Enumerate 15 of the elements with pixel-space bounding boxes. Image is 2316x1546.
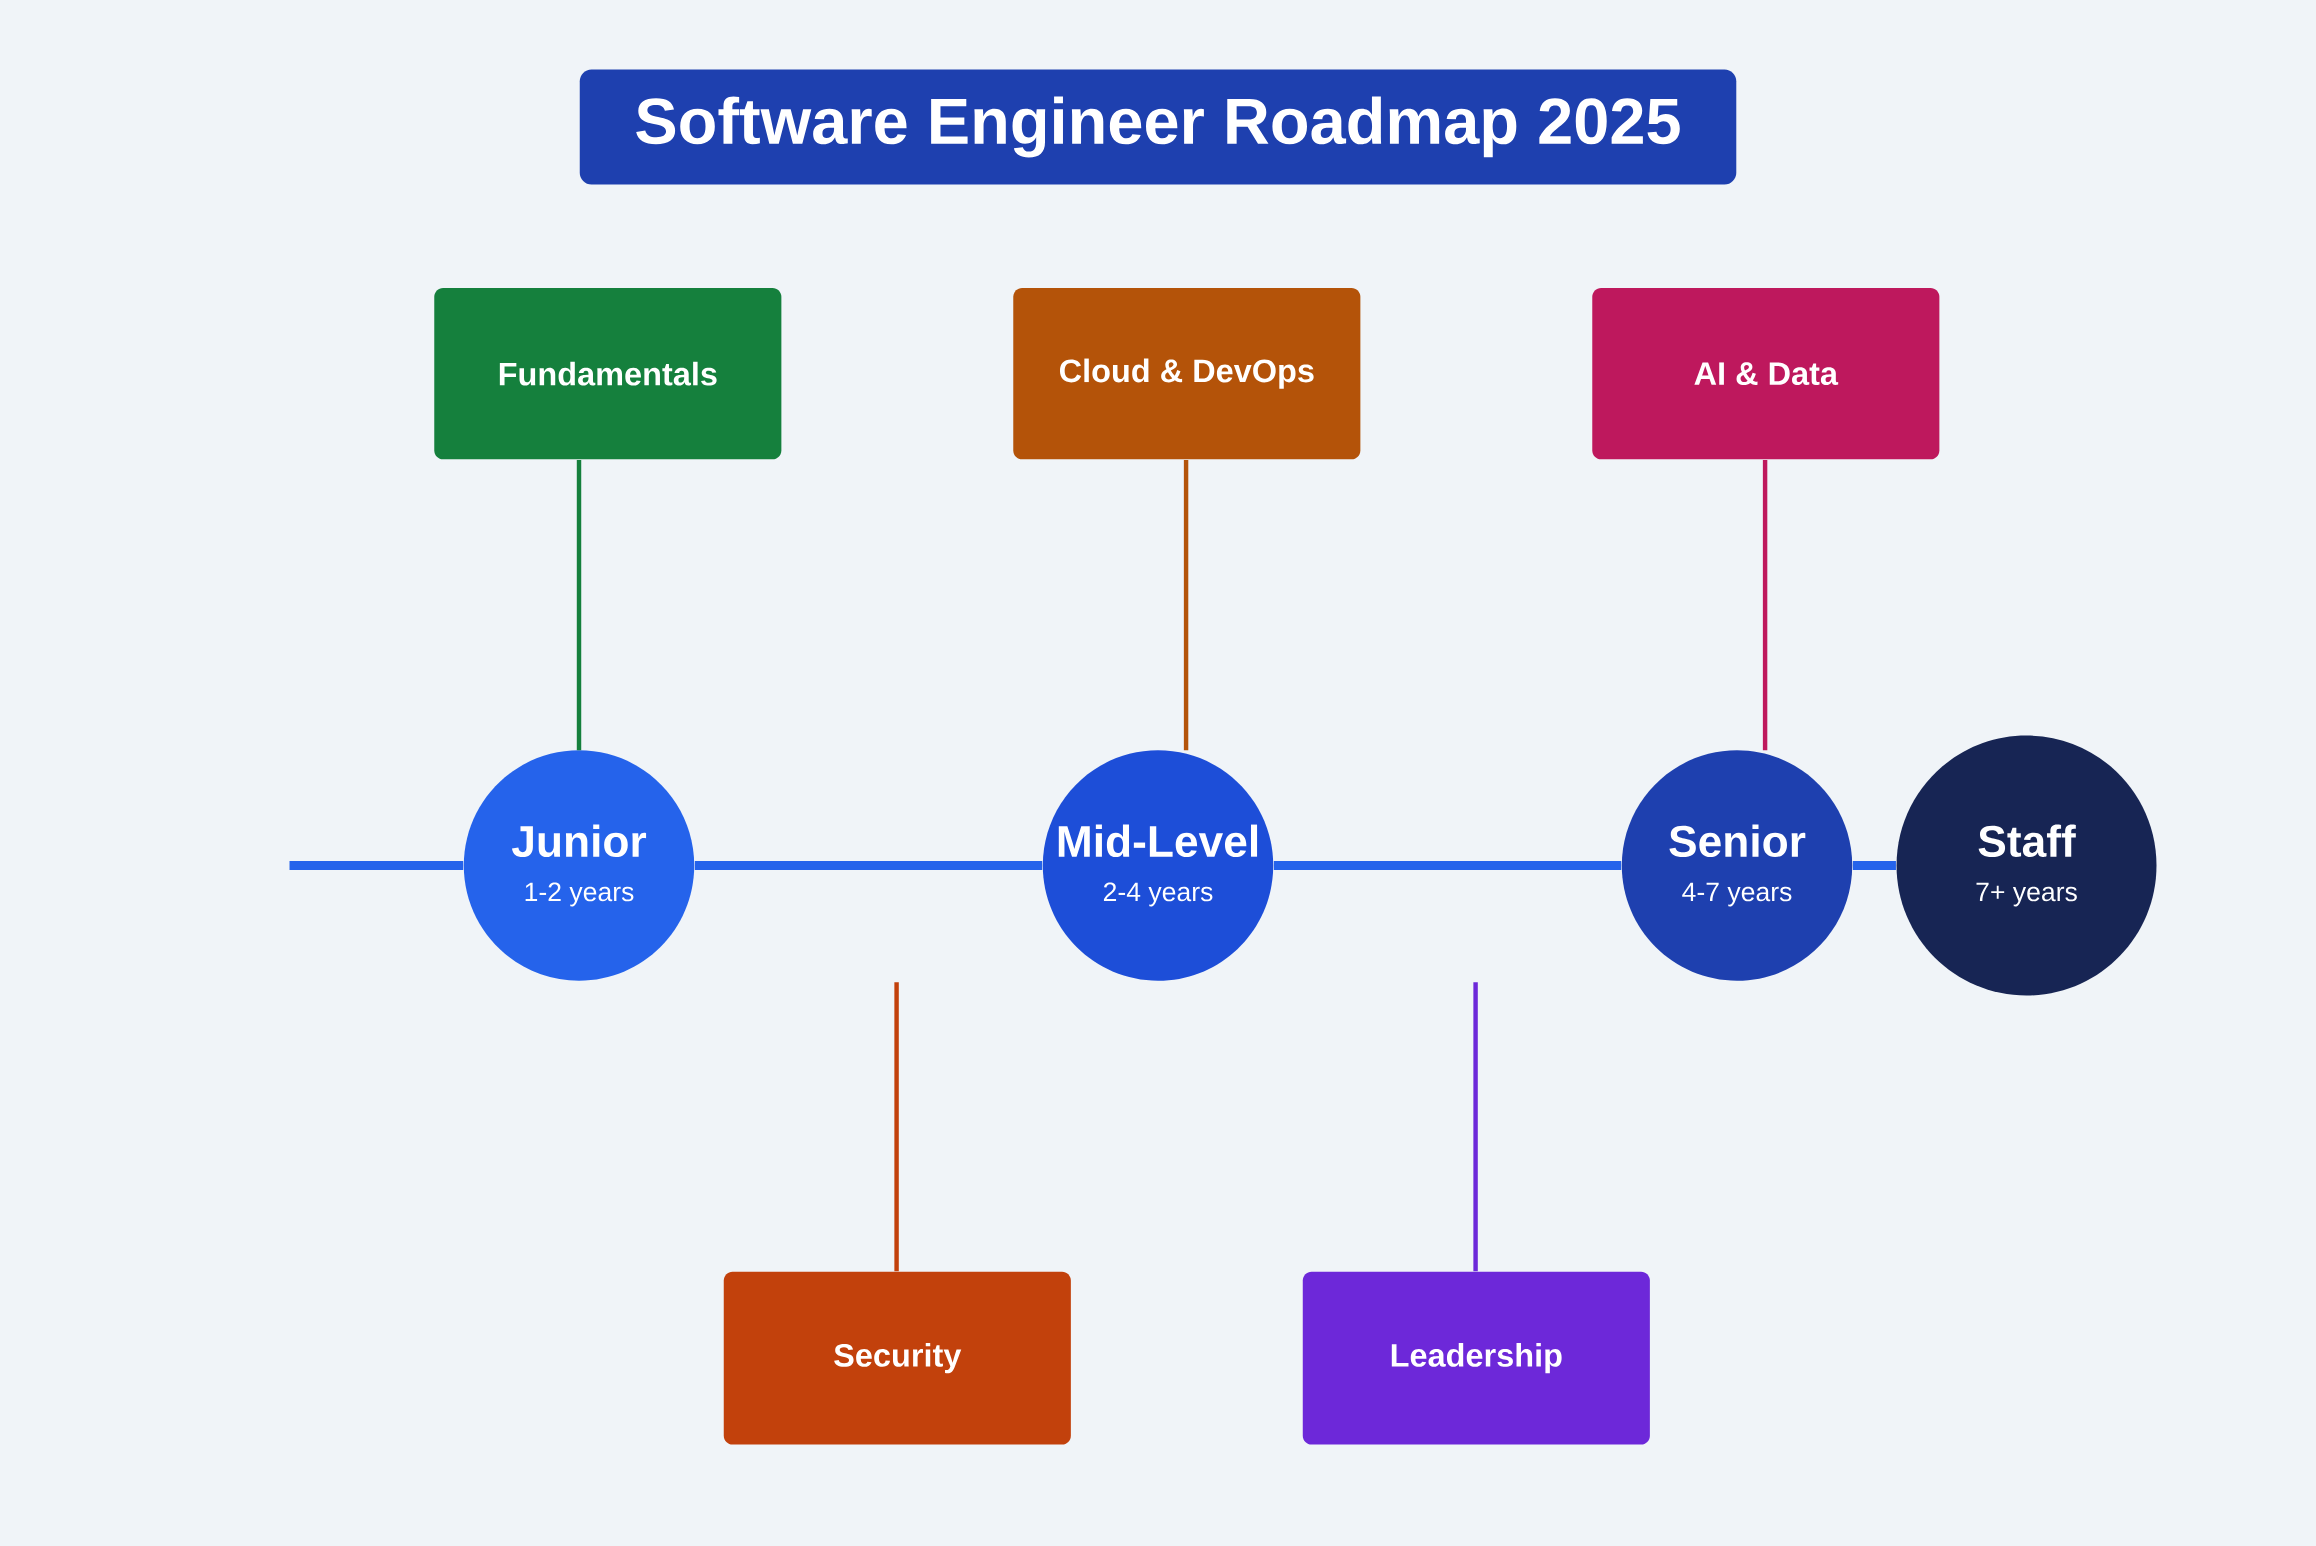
topic-box: Security [723, 1271, 1071, 1445]
connector-line [1762, 459, 1768, 751]
timeline-line [1273, 860, 1622, 870]
title-banner: Software Engineer Roadmap 2025 [579, 69, 1737, 185]
timeline-line [694, 860, 1043, 870]
connector-line [894, 982, 899, 1271]
connector-line [1473, 982, 1478, 1271]
timeline-line [1852, 860, 1896, 870]
topic-box: Cloud & DevOps [1013, 287, 1361, 460]
topic-box: Leadership [1302, 1271, 1650, 1445]
topic-box: AI & Data [1592, 287, 1940, 460]
topic-box: Fundamentals [434, 287, 782, 460]
connector-line [1183, 459, 1189, 751]
connector-line [576, 459, 582, 751]
timeline-line [289, 860, 464, 870]
